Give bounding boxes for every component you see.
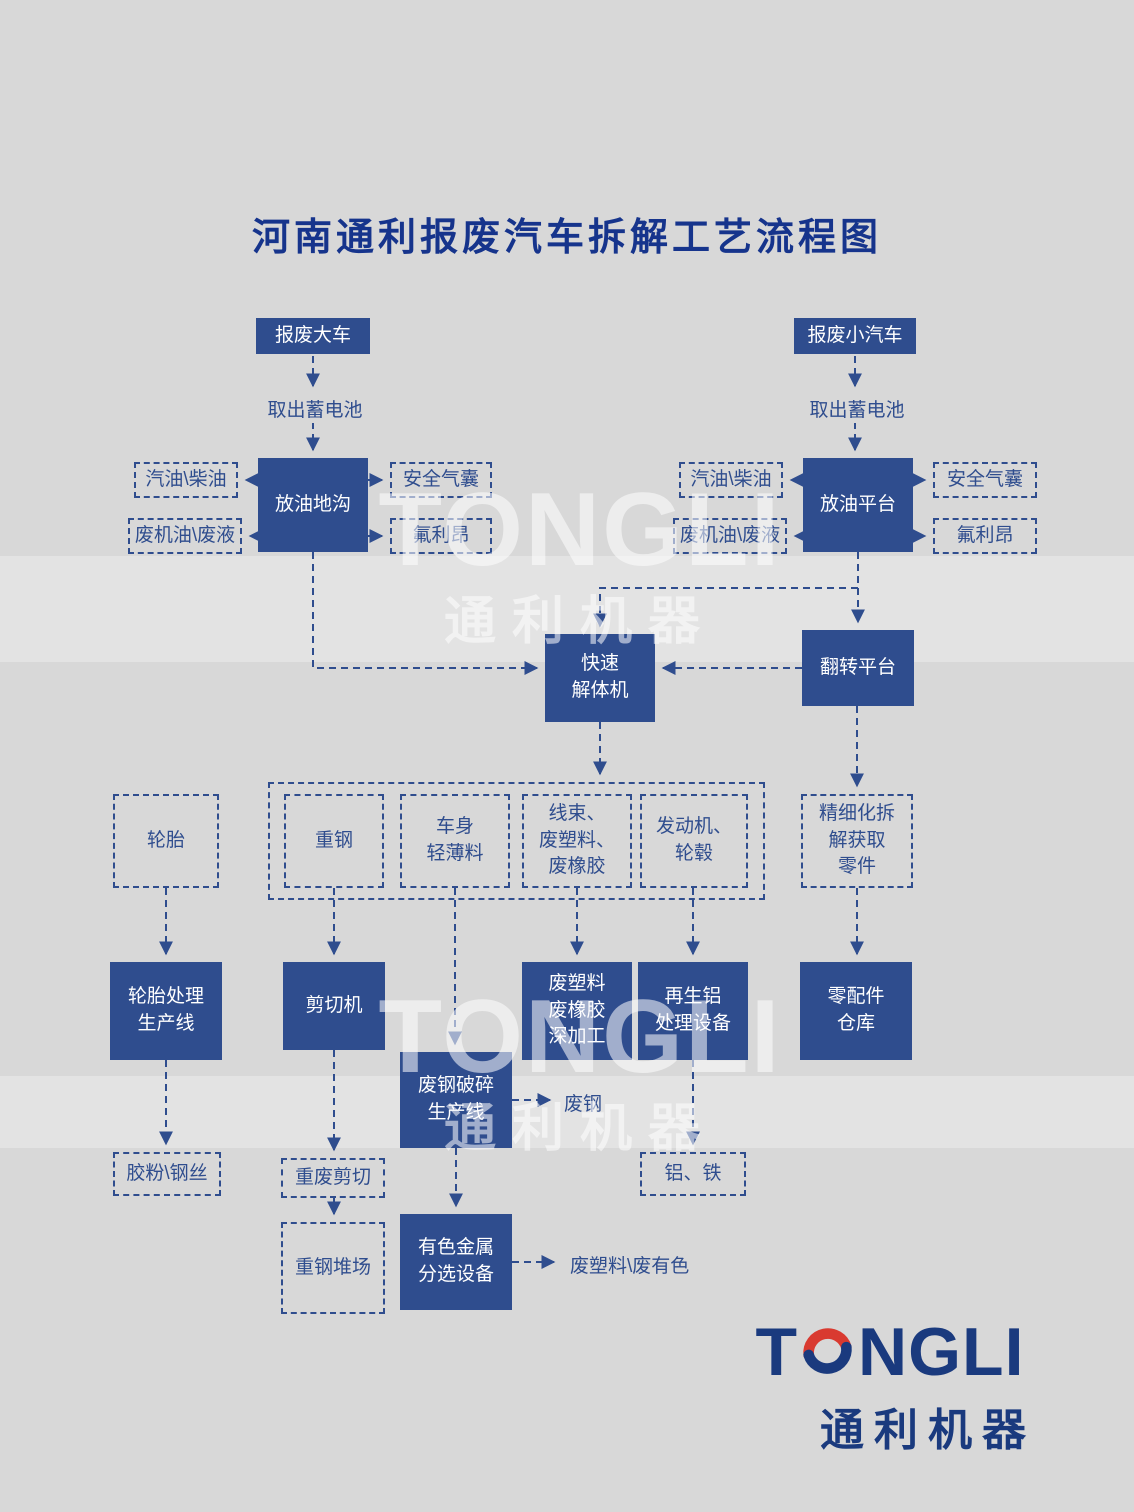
node-recycled-aluminum-equipment: 再生铝 处理设备 — [638, 962, 748, 1060]
node-heavy-scrap-shearing: 重废剪切 — [281, 1158, 385, 1198]
flow-arrow-group — [159, 356, 927, 1269]
node-waste-oil-right: 废机油\废液 — [673, 518, 787, 554]
node-engine-wheel-hub: 发动机、 轮毂 — [640, 794, 748, 888]
node-freon-right: 氟利昂 — [933, 518, 1037, 554]
node-body-light-material: 车身 轻薄料 — [400, 794, 510, 888]
node-plastic-rubber-processing: 废塑料 废橡胶 深加工 — [522, 962, 632, 1060]
node-wire-plastic-rubber: 线束、 废塑料、 废橡胶 — [522, 794, 632, 888]
node-tire-processing-line: 轮胎处理 生产线 — [110, 962, 222, 1060]
label-scrap-steel: 废钢 — [564, 1094, 603, 1115]
node-fuel-right: 汽油\柴油 — [679, 462, 783, 498]
logo-letters-ngli: NGLI — [858, 1314, 1025, 1390]
node-rapid-dismantler: 快速 解体机 — [545, 634, 655, 722]
node-steel-crushing-line: 废钢破碎 生产线 — [400, 1052, 512, 1148]
light-band-lower — [0, 1076, 1134, 1148]
node-nonferrous-sorting-equipment: 有色金属 分选设备 — [400, 1214, 512, 1310]
node-shearing-machine: 剪切机 — [283, 962, 385, 1050]
node-scrap-truck: 报废大车 — [256, 318, 370, 354]
tongli-logo: T NGLI 通利机器 — [740, 1318, 1040, 1458]
node-waste-oil-left: 废机油\废液 — [128, 518, 242, 554]
node-heavy-steel: 重钢 — [284, 794, 384, 888]
label-waste-plastic-nonferrous: 废塑料\废有色 — [570, 1256, 690, 1277]
logo-swirl-o-icon — [803, 1328, 852, 1374]
node-scrap-car: 报废小汽车 — [794, 318, 916, 354]
node-aluminum-iron: 铝、铁 — [640, 1152, 746, 1196]
page-title: 河南通利报废汽车拆解工艺流程图 — [251, 217, 882, 259]
node-rubber-powder-wire: 胶粉\钢丝 — [113, 1152, 221, 1196]
node-parts-warehouse: 零配件 仓库 — [800, 962, 912, 1060]
node-tire: 轮胎 — [113, 794, 219, 888]
node-fine-dismantling: 精细化拆 解获取 零件 — [801, 794, 913, 888]
node-fuel-left: 汽油\柴油 — [134, 462, 238, 498]
node-oil-drain-pit: 放油地沟 — [258, 458, 368, 552]
node-flip-platform: 翻转平台 — [802, 630, 914, 706]
node-heavy-steel-yard: 重钢堆场 — [281, 1222, 385, 1314]
node-oil-drain-platform: 放油平台 — [803, 458, 913, 552]
dismantled-materials-group-box — [268, 782, 765, 900]
logo-chinese-name: 通利机器 — [820, 1406, 1036, 1455]
node-freon-left: 氟利昂 — [390, 518, 492, 554]
node-airbag-left: 安全气囊 — [390, 462, 492, 498]
tongli-logo-wordmark: T NGLI — [740, 1318, 1040, 1386]
label-remove-battery-left: 取出蓄电池 — [258, 394, 372, 423]
label-remove-battery-right: 取出蓄电池 — [800, 394, 914, 423]
logo-letter-t: T — [755, 1314, 799, 1390]
node-airbag-right: 安全气囊 — [933, 462, 1037, 498]
